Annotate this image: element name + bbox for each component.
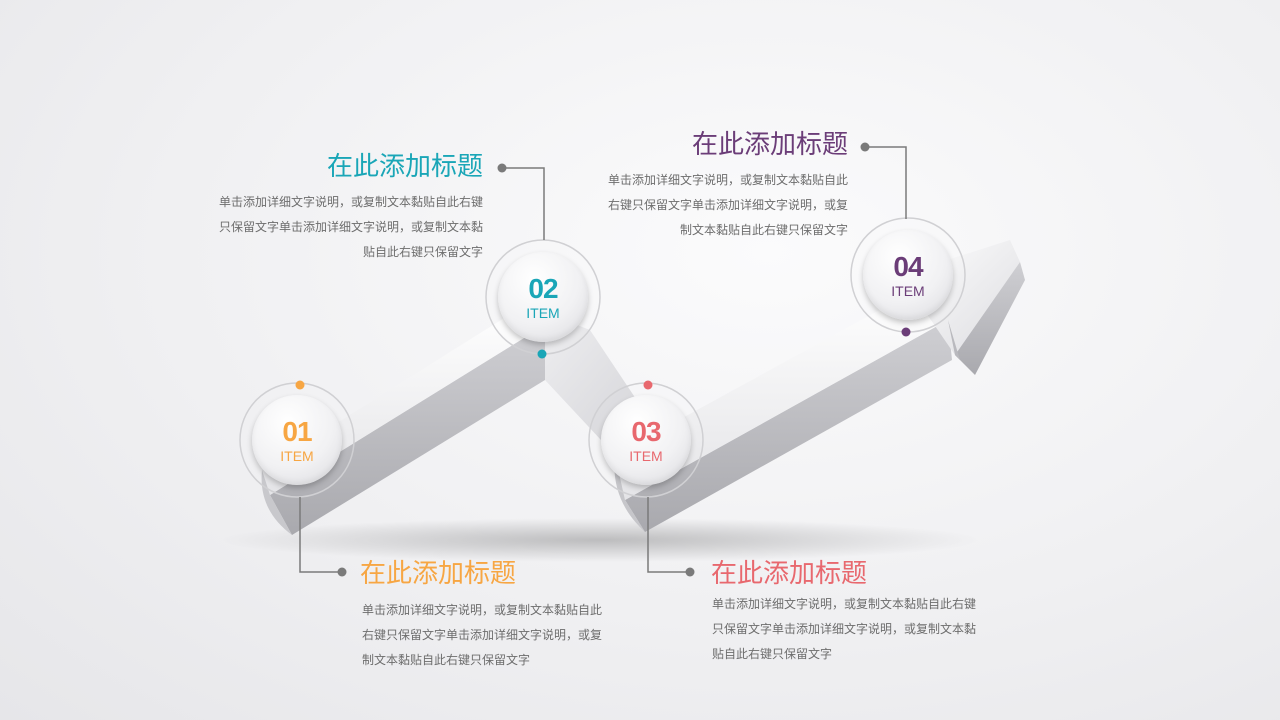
item-4-title[interactable]: 在此添加标题 bbox=[691, 130, 848, 160]
arrow-segment-2-end bbox=[614, 455, 645, 532]
arrow-segment-1-end bbox=[261, 470, 292, 535]
item-1-description: 单击添加详细文字说明，或复制文本黏贴自此 右键只保留文字单击添加详细文字说明，或… bbox=[362, 598, 662, 673]
item-3-number: 03 bbox=[631, 416, 661, 447]
item-3-top-dot bbox=[643, 380, 653, 390]
item-4-connector-line bbox=[865, 146, 907, 219]
arrow-segment-2-top bbox=[615, 285, 948, 500]
item-2-badge[interactable]: 02 ITEM bbox=[498, 252, 588, 342]
arrow-floor-shadow bbox=[220, 518, 980, 562]
item-3-description: 单击添加详细文字说明，或复制文本黏贴自此右键 只保留文字单击添加详细文字说明，或… bbox=[712, 592, 1032, 667]
item-4-desc-line-2: 右键只保留文字单击添加详细文字说明，或复 bbox=[607, 198, 848, 212]
item-1-desc-line-3: 制文本黏贴自此右键只保留文字 bbox=[362, 653, 531, 667]
item-1-title[interactable]: 在此添加标题 bbox=[360, 559, 517, 589]
item-2-desc-line-3: 贴自此右键只保留文字 bbox=[362, 245, 483, 259]
item-1-connector-dot bbox=[337, 567, 347, 577]
item-2-description: 单击添加详细文字说明，或复制文本黏贴自此右键 只保留文字单击添加详细文字说明，或… bbox=[163, 190, 483, 265]
item-1-desc-line-1: 单击添加详细文字说明，或复制文本黏贴自此 bbox=[362, 603, 603, 617]
item-2-desc-line-2: 只保留文字单击添加详细文字说明，或复制文本黏 bbox=[218, 220, 483, 234]
item-4-description: 单击添加详细文字说明，或复制文本黏贴自此 右键只保留文字单击添加详细文字说明，或… bbox=[548, 168, 848, 243]
arrowhead-side bbox=[955, 262, 1025, 375]
item-2-number: 02 bbox=[528, 273, 558, 304]
item-4-desc-line-3: 制文本黏贴自此右键只保留文字 bbox=[679, 223, 848, 237]
item-2-label: ITEM bbox=[526, 305, 560, 321]
item-4-badge[interactable]: 04 ITEM bbox=[863, 230, 953, 320]
item-1-desc-line-2: 右键只保留文字单击添加详细文字说明，或复 bbox=[362, 628, 603, 642]
item-2-connector-line bbox=[502, 167, 545, 240]
item-4-desc-line-1: 单击添加详细文字说明，或复制文本黏贴自此 bbox=[607, 173, 848, 187]
item-2-title[interactable]: 在此添加标题 bbox=[326, 152, 483, 182]
item-4-number: 04 bbox=[893, 251, 923, 282]
item-2-connector-dot bbox=[497, 163, 507, 173]
arrow-segment-1-side bbox=[270, 325, 545, 535]
item-3-connector-line bbox=[647, 497, 690, 573]
item-3-connector-dot bbox=[685, 567, 695, 577]
item-1-label: ITEM bbox=[280, 448, 314, 464]
item-3-label: ITEM bbox=[629, 448, 663, 464]
item-3-desc-line-1: 单击添加详细文字说明，或复制文本黏贴自此右键 bbox=[712, 597, 977, 611]
item-3-desc-line-2: 只保留文字单击添加详细文字说明，或复制文本黏 bbox=[712, 622, 977, 636]
item-1-badge[interactable]: 01 ITEM bbox=[252, 395, 342, 485]
item-1-number: 01 bbox=[282, 416, 312, 447]
item-3-badge[interactable]: 03 ITEM bbox=[601, 395, 691, 485]
arrow-segment-2-side bbox=[625, 320, 952, 532]
item-4-connector-dot bbox=[860, 142, 870, 152]
item-3-desc-line-3: 贴自此右键只保留文字 bbox=[712, 647, 833, 661]
item-4-bottom-dot bbox=[901, 327, 911, 337]
item-1-connector-line bbox=[299, 497, 342, 573]
item-1-top-dot bbox=[295, 380, 305, 390]
item-2-bottom-dot bbox=[537, 349, 547, 359]
item-2-desc-line-1: 单击添加详细文字说明，或复制文本黏贴自此右键 bbox=[218, 195, 483, 209]
item-4-label: ITEM bbox=[891, 283, 925, 299]
item-3-title[interactable]: 在此添加标题 bbox=[711, 559, 868, 589]
